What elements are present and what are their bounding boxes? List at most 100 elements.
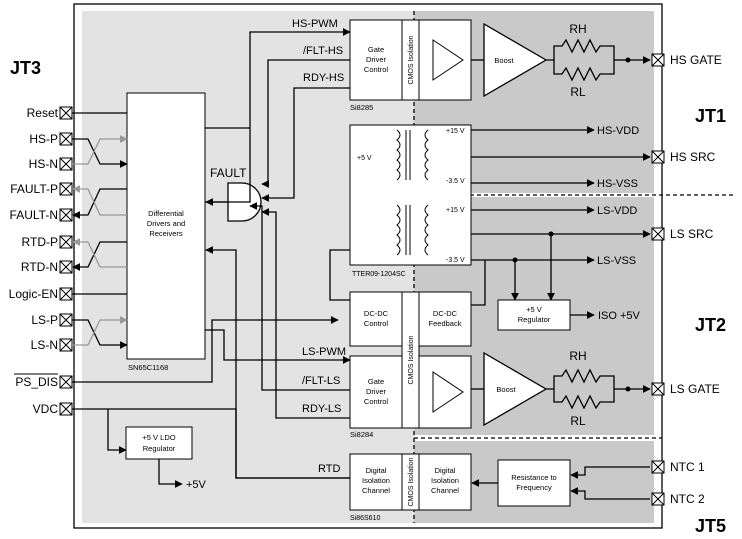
ntc1-wire bbox=[570, 466, 650, 479]
dcdc-control-label-1: DC-DC bbox=[364, 309, 389, 318]
left-pin-terminals bbox=[59, 106, 73, 416]
si8284-label: Si8284 bbox=[350, 430, 373, 439]
dcdc-to-tter-wire bbox=[329, 249, 350, 301]
ls-gd-label-2: Driver bbox=[366, 387, 387, 396]
dic1-label-1: Digital bbox=[366, 466, 387, 475]
pin-label-hs-p: HS-P bbox=[29, 132, 58, 146]
hs-m35-label: -3.5 V bbox=[446, 178, 465, 185]
dic2-label-2: Isolation bbox=[431, 476, 459, 485]
pin-label-rtd-n: RTD-N bbox=[21, 260, 58, 274]
dic1-label-3: Channel bbox=[362, 486, 390, 495]
hs-buffer-icon bbox=[432, 39, 464, 81]
r2f-label-2: Frequency bbox=[516, 483, 552, 492]
rtd-cmos-label: CMOS Isolation bbox=[408, 457, 415, 506]
ls-boost-label: Boost bbox=[496, 385, 516, 394]
connector-jt5-label: JT5 bbox=[695, 516, 726, 536]
ls-gd-label-1: Gate bbox=[368, 377, 384, 386]
resistance-to-frequency bbox=[497, 459, 571, 507]
differential-label-2: Drivers and bbox=[147, 219, 185, 228]
ldo-label-1: +5 V LDO bbox=[142, 433, 175, 442]
rdy-hs-label: RDY-HS bbox=[303, 72, 344, 84]
pin-label-hs-n: HS-N bbox=[29, 157, 58, 171]
hs-pwm-label: HS-PWM bbox=[292, 18, 338, 30]
fault-label: FAULT bbox=[210, 166, 247, 180]
pin-label-ls-n: LS-N bbox=[31, 338, 58, 352]
hs-pwm-wire bbox=[205, 28, 351, 203]
hs-vdd-label: HS-VDD bbox=[597, 125, 639, 137]
ldo-label-2: Regulator bbox=[143, 444, 176, 453]
differential-label-3: Receivers bbox=[149, 229, 183, 238]
ls-m35-label: -3.5 V bbox=[446, 257, 465, 264]
hs-rl-label: RL bbox=[570, 85, 586, 99]
hs-cmos-label: CMOS Isolation bbox=[408, 35, 415, 84]
dcdc-feedback bbox=[418, 291, 472, 347]
iso-5v-label: ISO +5V bbox=[598, 310, 641, 322]
dcdc-control bbox=[349, 291, 403, 347]
ls-cmos-label: CMOS Isolation bbox=[408, 335, 415, 384]
dic2-label-1: Digital bbox=[435, 466, 456, 475]
ntc2-label: NTC 2 bbox=[670, 492, 705, 506]
hs-resistor-network bbox=[546, 38, 651, 82]
r2f-label-1: Resistance to bbox=[511, 473, 556, 482]
tter-label: TTER09-1204SC bbox=[352, 271, 406, 278]
pin-label-fault-p: FAULT-P bbox=[10, 182, 58, 196]
ls-gd-label-3: Control bbox=[364, 397, 389, 406]
iso-5v-regulator bbox=[497, 299, 571, 331]
hs-boost-amplifier bbox=[483, 22, 548, 98]
flt-hs-wire bbox=[261, 59, 350, 188]
ls-pwm-label: LS-PWM bbox=[302, 346, 346, 358]
connector-jt2-label: JT2 bbox=[695, 315, 726, 335]
ldo-out-wire bbox=[158, 459, 183, 488]
dic2-label-3: Channel bbox=[431, 486, 459, 495]
flt-ls-label: /FLT-LS bbox=[302, 375, 340, 387]
tter-p5v-label: +5 V bbox=[357, 155, 372, 162]
ls-rl-label: RL bbox=[570, 414, 586, 428]
feedback-wire bbox=[471, 260, 486, 306]
iso-reg-label-2: Regulator bbox=[518, 315, 551, 324]
rtd-wire bbox=[205, 246, 350, 479]
hs-gd-label-2: Driver bbox=[366, 55, 387, 64]
pin-label-vdc: VDC bbox=[33, 402, 59, 416]
dcdc-control-label-2: Control bbox=[364, 319, 389, 328]
iso-reg-label-1: +5 V bbox=[526, 305, 542, 314]
ls-src-label: LS SRC bbox=[670, 227, 714, 241]
rtd-label: RTD bbox=[318, 463, 340, 475]
rdy-ls-wire bbox=[261, 208, 350, 419]
pin-label-rtd-p: RTD-P bbox=[22, 235, 58, 249]
ls-p15-label: +15 V bbox=[446, 207, 465, 214]
connector-jt1-label: JT1 bbox=[695, 106, 726, 126]
hs-boost-label: Boost bbox=[494, 56, 514, 65]
ls-gate-driver-control bbox=[349, 355, 403, 429]
dic1-label-2: Isolation bbox=[362, 476, 390, 485]
hs-vss-label: HS-VSS bbox=[597, 178, 638, 190]
dcdc-feedback-label-2: Feedback bbox=[429, 319, 462, 328]
connector-jt3-label: JT3 bbox=[10, 58, 41, 78]
ls-buffer-icon bbox=[432, 371, 464, 413]
ntc1-label: NTC 1 bbox=[670, 460, 705, 474]
ls-pwm-wire bbox=[205, 329, 351, 364]
ldo-regulator bbox=[125, 426, 193, 460]
rdy-ls-label: RDY-LS bbox=[302, 403, 341, 415]
flt-hs-label: /FLT-HS bbox=[303, 45, 343, 57]
flt-ls-wire bbox=[249, 202, 350, 391]
rdy-hs-wire bbox=[261, 87, 350, 202]
ls-gate-label: LS GATE bbox=[670, 382, 720, 396]
ls-vdd-label: LS-VDD bbox=[597, 205, 637, 217]
hs-gate-label: HS GATE bbox=[670, 53, 722, 67]
digital-isolation-channel-primary bbox=[349, 453, 403, 511]
hs-gd-label-3: Control bbox=[364, 65, 389, 74]
transformer-coils bbox=[396, 129, 429, 256]
sn65c1168-label: SN65C1168 bbox=[128, 363, 168, 372]
hs-gd-label-1: Gate bbox=[368, 45, 384, 54]
ldo-5v-label: +5V bbox=[186, 479, 207, 491]
hs-rh-label: RH bbox=[569, 22, 586, 36]
hs-src-label: HS SRC bbox=[670, 150, 716, 164]
ls-boost-amplifier bbox=[483, 351, 548, 427]
right-pin-terminals bbox=[651, 53, 665, 506]
pin-label-logic-en: Logic-EN bbox=[9, 287, 58, 301]
ntc2-wire bbox=[570, 487, 650, 500]
hs-gate-driver-control bbox=[349, 19, 403, 101]
hs-p15-label: +15 V bbox=[446, 128, 465, 135]
differential-drivers-block bbox=[126, 92, 206, 360]
